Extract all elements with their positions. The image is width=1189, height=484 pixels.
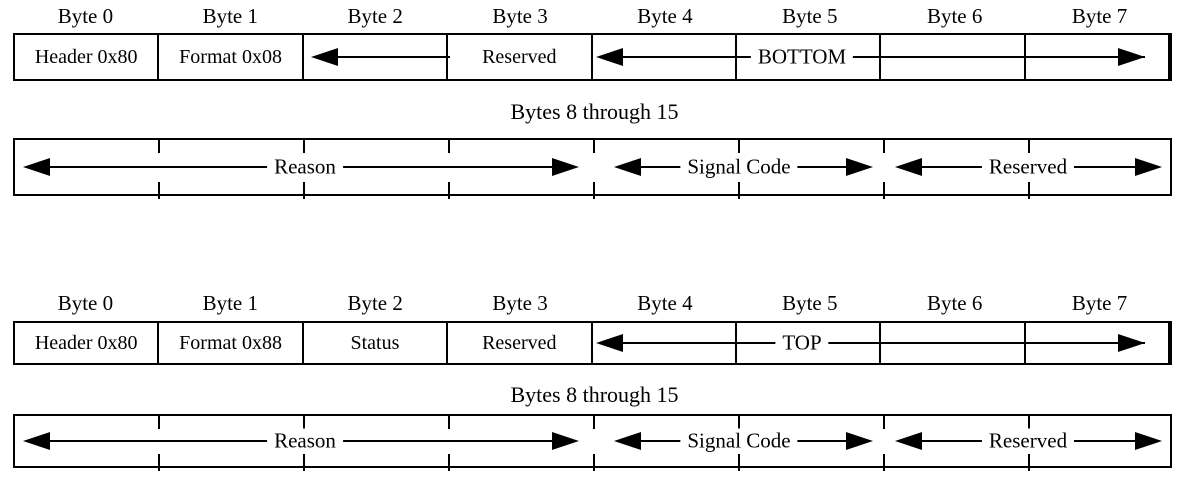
byte-boundary-tick [883,454,885,471]
byte-boundary-tick [448,140,450,153]
byte-boundary-tick [738,416,740,429]
byte-label: Byte 0 [57,4,114,28]
byte-label: Byte 3 [492,4,548,28]
field-label-reserved: Reserved [981,428,1075,454]
byte-boundary-tick [448,416,450,429]
byte-label: Byte 5 [782,4,838,28]
byte-label: Byte 3 [492,291,548,315]
byte-boundary-tick [158,454,160,471]
byte-boundary-tick [158,182,160,199]
byte-boundary-tick [738,454,740,471]
arrow-layer: Reason Signal Code Reserved [15,140,1170,194]
arrowhead-right-icon [846,432,873,450]
bytes-0-7-box: Header 0x80 Format 0x88 Status Reserved … [13,321,1172,365]
byte-label: Byte 1 [202,4,259,28]
arrowhead-right-icon [552,432,579,450]
bytes-8-15-box: Reason Signal Code Reserved [13,138,1172,199]
bytes-8-15-caption: Bytes 8 through 15 [510,382,679,407]
field-label-signal-code: Signal Code [680,154,798,180]
bytes-8-15-caption: Bytes 8 through 15 [510,99,679,124]
arrowhead-right-icon [1135,432,1162,450]
byte-label: Byte 0 [57,291,114,315]
arrowhead-left-icon [614,432,641,450]
field-label-reserved: Reserved [981,154,1075,180]
cell-reserved: Reserved [448,323,593,363]
cell-reserved: Reserved [448,35,593,79]
byte-boundary-tick [448,182,450,199]
arrowhead-left-icon [23,158,50,176]
cell-format: Format 0x88 [159,323,304,363]
field-label-signal-code: Signal Code [680,428,798,454]
arrow-layer: TOP [15,323,1170,363]
field-label-reason: Reason [267,154,343,180]
byte-boundary-tick [1028,182,1030,199]
byte-boundary-tick [593,454,595,471]
byte-boundary-tick [738,182,740,199]
arrowhead-left-icon [311,48,338,66]
byte-header-row: Byte 0 Byte 1 Byte 2 Byte 3 Byte 4 Byte … [13,289,1172,317]
span-arrow-line [607,56,1145,58]
cell-header: Header 0x80 [15,323,160,363]
byte-label: Byte 1 [202,291,259,315]
byte-label: Byte 6 [926,291,983,315]
byte-boundary-tick [1028,140,1030,153]
cell-header: Header 0x80 [15,35,160,79]
cell-status: Status [304,323,449,363]
cell-format: Format 0x08 [159,35,304,79]
arrow-line [322,56,450,58]
span-arrow-line [607,342,1145,344]
byte-boundary-tick [158,416,160,429]
byte-boundary-tick [303,454,305,471]
arrowhead-left-icon [895,432,922,450]
byte-label: Byte 4 [637,291,693,315]
byte-label: Byte 2 [347,4,403,28]
byte-label: Byte 5 [782,291,838,315]
arrowhead-left-icon [614,158,641,176]
arrowhead-right-icon [1135,158,1162,176]
arrowhead-left-icon [596,48,623,66]
cell-byte7 [1026,323,1170,363]
arrowhead-left-icon [596,334,623,352]
byte-label: Byte 4 [637,4,693,28]
byte-boundary-tick [158,140,160,153]
span-field-label: BOTTOM [750,44,854,70]
arrow-layer: Reason Signal Code Reserved [15,416,1170,466]
field-label-reason: Reason [267,428,343,454]
arrowhead-right-icon [1118,48,1145,66]
byte-header-row: Byte 0 Byte 1 Byte 2 Byte 3 Byte 4 Byte … [13,2,1172,30]
arrowhead-right-icon [1118,334,1145,352]
byte-label: Byte 7 [1071,4,1128,28]
arrow-layer: BOTTOM [15,35,1170,79]
byte-boundary-tick [593,140,595,153]
arrowhead-left-icon [895,158,922,176]
bytes-0-7-box: Header 0x80 Format 0x08 Reserved BOTTOM [13,33,1172,81]
byte-boundary-tick [883,140,885,153]
bytes-8-15-box: Reason Signal Code Reserved [13,414,1172,471]
byte-label: Byte 7 [1071,291,1128,315]
byte-boundary-tick [303,140,305,153]
byte-boundary-tick [303,182,305,199]
byte-boundary-tick [593,182,595,199]
byte-boundary-tick [883,416,885,429]
cell-byte7 [1026,35,1170,79]
byte-boundary-tick [1028,454,1030,471]
byte-boundary-tick [448,454,450,471]
arrowhead-right-icon [846,158,873,176]
byte-boundary-tick [883,182,885,199]
byte-boundary-tick [303,416,305,429]
span-field-label: TOP [775,330,829,356]
byte-boundary-tick [1028,416,1030,429]
arrowhead-right-icon [552,158,579,176]
byte-boundary-tick [738,140,740,153]
byte-label: Byte 2 [347,291,403,315]
byte-label: Byte 6 [926,4,983,28]
byte-boundary-tick [593,416,595,429]
arrowhead-left-icon [23,432,50,450]
